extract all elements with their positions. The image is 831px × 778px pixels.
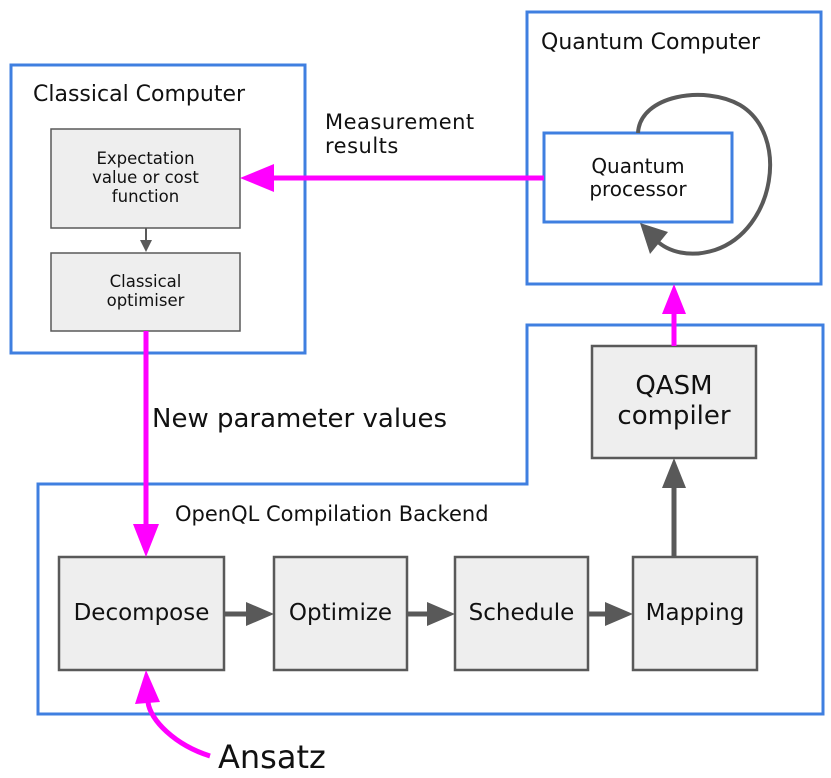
openql-backend-frame (36, 323, 825, 716)
classical-computer-frame (9, 63, 307, 355)
decompose-label: Decompose (73, 600, 210, 627)
qasm-compiler-label: QASM compiler (592, 346, 756, 458)
qasm-line-2: compiler (617, 401, 731, 431)
quantum-computer-title: Quantum Computer (541, 30, 761, 55)
decompose-box (57, 555, 226, 672)
optimize-to-schedule-arrowhead (427, 602, 455, 626)
measurement-results-arrowhead (240, 164, 274, 192)
classical-optimiser-label: Classical optimiser (51, 253, 240, 331)
qasm-to-quantum-arrowhead (662, 284, 686, 314)
mapping-to-qasm-arrowhead (662, 458, 686, 488)
new-parameter-values-arrowhead (133, 524, 159, 557)
mapping-box (631, 555, 759, 672)
schedule-label: Schedule (468, 600, 575, 627)
classical-computer-title: Classical Computer (33, 82, 246, 107)
mapping-label: Mapping (645, 600, 745, 627)
ansatz-arrowhead (135, 670, 160, 704)
quantum-loop-arrow (636, 93, 773, 256)
expectation-to-optimiser-arrowhead (140, 240, 152, 252)
expectation-line-3: function (111, 186, 180, 206)
decompose-to-optimize-arrowhead (246, 602, 274, 626)
optimiser-line-1: Classical (109, 272, 182, 292)
optimize-label: Optimize (288, 600, 393, 627)
schedule-to-mapping-arrowhead (605, 602, 633, 626)
openql-backend-title: OpenQL Compilation Backend (175, 502, 489, 526)
optimize-box (272, 555, 409, 672)
measurement-line-2: results (325, 134, 399, 159)
ansatz-arrow (145, 701, 211, 759)
new-parameter-values-label: New parameter values (152, 404, 448, 434)
processor-line-2: processor (589, 176, 687, 201)
quantum-loop-arrowhead (640, 223, 668, 254)
expectation-line-1: Expectation (96, 149, 195, 169)
quantum-processor-label: Quantum processor (544, 133, 732, 222)
measurement-results-label: Measurement results (325, 110, 475, 158)
qasm-line-1: QASM (635, 371, 713, 402)
classical-optimiser-box (50, 252, 241, 332)
expectation-value-box (50, 128, 241, 229)
schedule-box (453, 555, 590, 672)
ansatz-label: Ansatz (218, 738, 326, 776)
measurement-line-1: Measurement (325, 110, 475, 134)
expectation-line-2: value or cost (92, 168, 199, 188)
processor-line-1: Quantum (591, 153, 685, 178)
optimiser-line-2: optimiser (106, 291, 185, 310)
expectation-value-label: Expectation value or cost function (51, 129, 240, 228)
